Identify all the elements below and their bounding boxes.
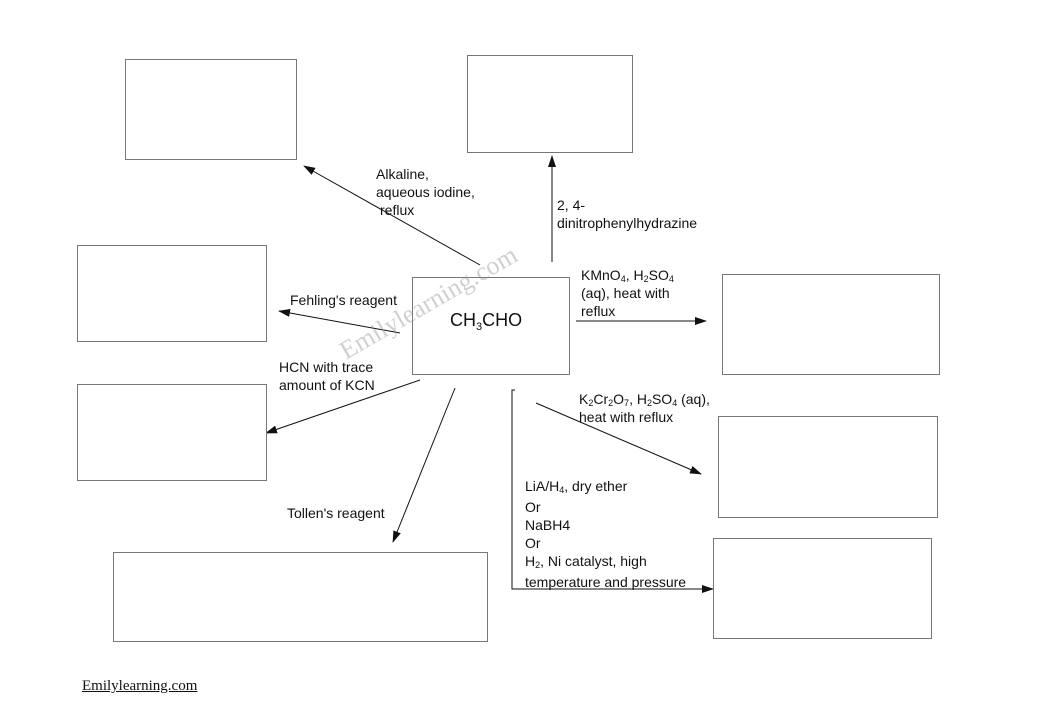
reagent-label-k2cr2o7: K2Cr2O7, H2SO4 (aq), heat with reflux [579, 391, 710, 425]
reagent-label-tollen: Tollen's reagent [287, 505, 385, 521]
arrow-k2cr2o7 [535, 402, 702, 475]
product-box-iodine[interactable] [125, 59, 297, 160]
arrow-fehling [278, 309, 401, 334]
reagent-label-kmno4: KMnO4, H2SO4 (aq), heat with reflux [581, 267, 674, 319]
product-box-dnph[interactable] [467, 55, 633, 153]
product-box-reduction[interactable] [713, 538, 932, 639]
product-box-hcn[interactable] [77, 384, 267, 481]
reagent-label-reduction: LiA/H4, dry ether Or NaBH4 Or H2, Ni cat… [525, 478, 687, 590]
reagent-label-iodine: Alkaline, aqueous iodine, reflux [376, 166, 475, 218]
product-box-tollen[interactable] [113, 552, 488, 642]
product-box-kmno4[interactable] [722, 274, 940, 375]
footer-link[interactable]: Emilylearning.com [82, 678, 198, 694]
arrow-reduction [511, 389, 714, 593]
reagent-label-hcn: HCN with trace amount of KCN [279, 359, 375, 393]
arrow-iodine [303, 165, 481, 266]
reagent-label-fehling: Fehling's reagent [290, 292, 397, 308]
reactant-box-center [412, 277, 570, 375]
product-box-fehling[interactable] [77, 245, 267, 342]
arrow-tollen [392, 387, 456, 543]
reactant-formula: CH3CHO [450, 310, 523, 333]
product-box-k2cr2o7[interactable] [718, 416, 938, 518]
arrow-hcn [265, 379, 421, 434]
reagent-label-dnph: 2, 4- dinitrophenylhydrazine [557, 197, 698, 231]
